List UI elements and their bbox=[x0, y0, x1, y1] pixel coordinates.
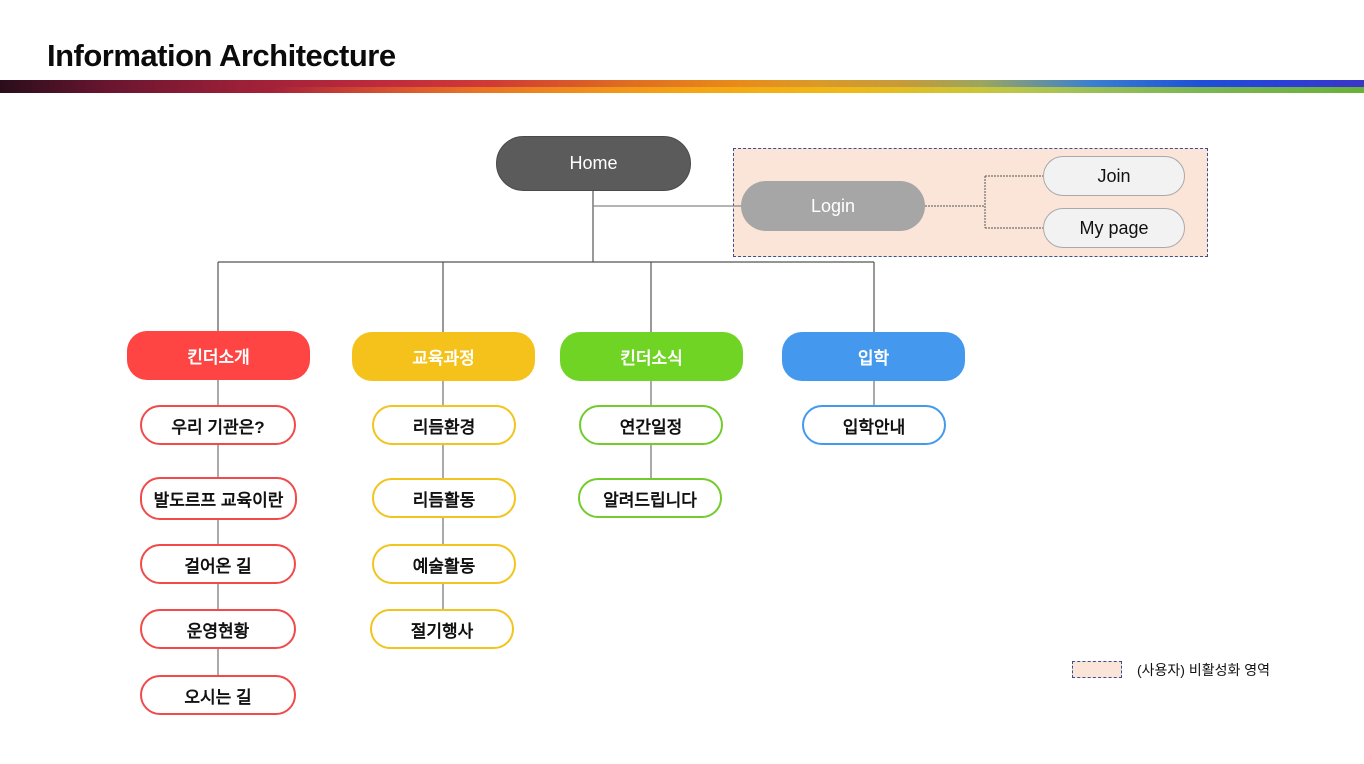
leaf-label: 오시는 길 bbox=[184, 687, 252, 707]
legend-label: (사용자) 비활성화 영역 bbox=[1137, 662, 1271, 678]
node-login[interactable]: Login bbox=[741, 181, 925, 231]
node-mypage[interactable]: My page bbox=[1043, 208, 1185, 248]
leaf-node[interactable]: 운영현황 bbox=[140, 609, 296, 649]
category-admission[interactable]: 입학 bbox=[782, 332, 965, 381]
leaf-node[interactable]: 리듬활동 bbox=[372, 478, 516, 518]
node-join-label: Join bbox=[1097, 165, 1131, 186]
leaf-label: 리듬활동 bbox=[412, 490, 476, 510]
category-label: 킨더소개 bbox=[187, 348, 250, 367]
node-home-label: Home bbox=[569, 153, 618, 173]
leaf-label: 우리 기관은? bbox=[171, 417, 265, 437]
leaf-node[interactable]: 우리 기관은? bbox=[140, 405, 296, 445]
leaf-node[interactable]: 오시는 길 bbox=[140, 675, 296, 715]
leaf-label: 발도르프 교육이란 bbox=[153, 491, 284, 510]
category-label: 킨더소식 bbox=[620, 349, 683, 368]
leaf-label: 연간일정 bbox=[619, 417, 683, 437]
leaf-label: 걸어온 길 bbox=[184, 556, 252, 576]
leaf-label: 알려드립니다 bbox=[603, 490, 697, 510]
leaf-node[interactable]: 리듬환경 bbox=[372, 405, 516, 445]
node-mypage-label: My page bbox=[1079, 217, 1149, 238]
leaf-node[interactable]: 걸어온 길 bbox=[140, 544, 296, 584]
decorative-gradient-bar bbox=[0, 80, 1364, 93]
node-home[interactable]: Home bbox=[496, 136, 691, 191]
node-join[interactable]: Join bbox=[1043, 156, 1185, 196]
category-label: 입학 bbox=[857, 349, 890, 368]
page-title: Information Architecture bbox=[47, 38, 396, 73]
node-login-label: Login bbox=[810, 195, 856, 216]
leaf-node[interactable]: 입학안내 bbox=[802, 405, 946, 445]
category-kinder-intro[interactable]: 킨더소개 bbox=[127, 331, 310, 380]
category-label: 교육과정 bbox=[412, 349, 475, 368]
leaf-node[interactable]: 예술활동 bbox=[372, 544, 516, 584]
leaf-node[interactable]: 절기행사 bbox=[370, 609, 514, 649]
leaf-label: 입학안내 bbox=[842, 417, 906, 437]
leaf-node[interactable]: 연간일정 bbox=[579, 405, 723, 445]
leaf-node[interactable]: 발도르프 교육이란 bbox=[140, 477, 297, 520]
leaf-node[interactable]: 알려드립니다 bbox=[578, 478, 722, 518]
leaf-label: 예술활동 bbox=[412, 556, 476, 576]
category-kinder-news[interactable]: 킨더소식 bbox=[560, 332, 743, 381]
leaf-label: 리듬환경 bbox=[412, 417, 476, 437]
legend-swatch-inactive bbox=[1072, 661, 1122, 678]
leaf-label: 절기행사 bbox=[410, 621, 474, 641]
category-curriculum[interactable]: 교육과정 bbox=[352, 332, 535, 381]
leaf-label: 운영현황 bbox=[186, 621, 250, 641]
